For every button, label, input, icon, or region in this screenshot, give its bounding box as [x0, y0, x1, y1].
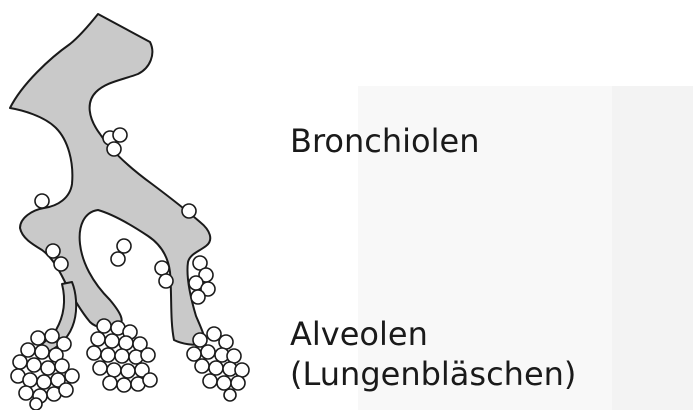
alveoli-cluster-middle	[87, 319, 157, 392]
label-alveoles-line1: Alveolen	[290, 314, 576, 354]
label-alveoles-line2: (Lungenbläschen)	[290, 354, 576, 394]
alveoli-cluster-left	[11, 329, 79, 410]
label-bronchioles: Bronchiolen	[290, 122, 479, 160]
bronchiole-tree	[10, 14, 210, 345]
label-alveoles: Alveolen (Lungenbläschen)	[290, 314, 576, 394]
alveoli-cluster-right	[187, 327, 249, 401]
